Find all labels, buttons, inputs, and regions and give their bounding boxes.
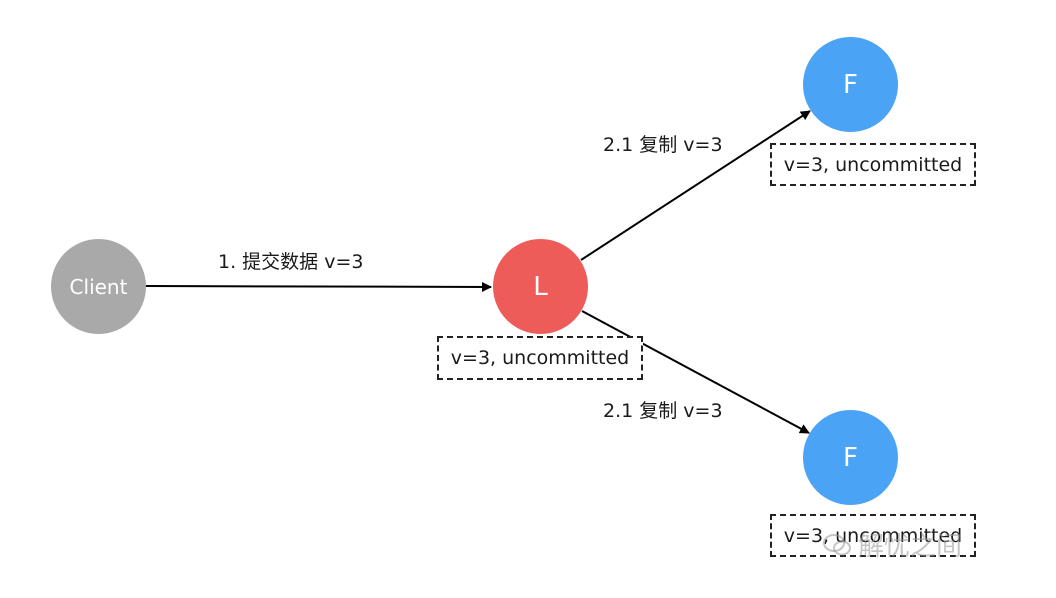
leader-node: L <box>493 239 588 334</box>
edge-leader-to-follower-bottom <box>581 310 810 434</box>
leader-state-box: v=3, uncommitted <box>437 336 643 380</box>
follower-top-node: F <box>803 37 898 132</box>
edge-label-replicate-bottom: 2.1 复制 v=3 <box>603 400 723 422</box>
client-node: Client <box>51 239 146 334</box>
follower-top-node-label: F <box>843 69 858 100</box>
watermark: 解忧之间 <box>822 526 962 563</box>
wechat-icon <box>823 533 851 555</box>
leader-node-label: L <box>533 271 548 302</box>
client-node-label: Client <box>69 274 128 299</box>
watermark-text: 解忧之间 <box>858 532 963 562</box>
follower-bottom-state-box: v=3, uncommitted <box>770 514 976 557</box>
follower-bottom-state-text: v=3, uncommitted <box>783 524 963 547</box>
leader-state-text: v=3, uncommitted <box>450 347 630 369</box>
edge-label-submit: 1. 提交数据 v=3 <box>218 251 364 273</box>
follower-bottom-node-label: F <box>843 442 858 473</box>
edge-label-replicate-top: 2.1 复制 v=3 <box>603 134 723 156</box>
follower-bottom-node: F <box>803 410 898 505</box>
follower-top-state-text: v=3, uncommitted <box>783 153 963 176</box>
follower-top-state-box: v=3, uncommitted <box>770 143 976 186</box>
edge-leader-to-follower-top <box>580 110 811 261</box>
edge-client-to-leader <box>145 281 492 292</box>
